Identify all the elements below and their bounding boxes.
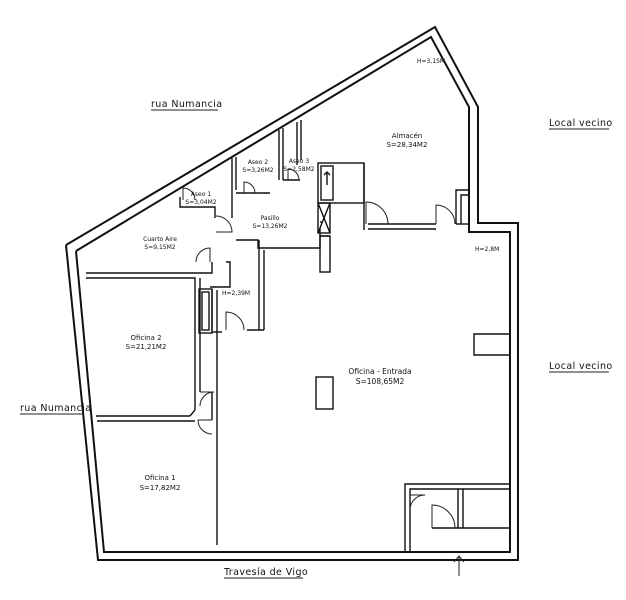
room-name-cuarto-aire: Cuarto Aire — [143, 236, 177, 243]
room-area-oficina2: S=21,21M2 — [126, 343, 167, 351]
interior-walls — [86, 120, 510, 552]
room-area-almacen: S=28,34M2 — [387, 141, 428, 149]
room-area-pasillo: S=13,26M2 — [252, 223, 287, 230]
room-area-aseo2: S=3,26M2 — [242, 167, 273, 174]
doors — [182, 168, 456, 529]
street-label-top-left: rua Numancia — [151, 99, 222, 110]
room-area-cuarto-aire: S=9,15M2 — [144, 244, 175, 251]
room-name-aseo1: Aseo 1 — [191, 191, 212, 198]
room-name-aseo2: Aseo 2 — [248, 159, 269, 166]
room-area-aseo1: S=3,04M2 — [185, 199, 216, 206]
room-name-oficina1: Oficina 1 — [144, 474, 175, 482]
street-label-left: rua Numancia — [20, 403, 91, 414]
height-almacen: H=3,15M — [417, 58, 445, 65]
room-area-oficina-entrada: S=108,65M2 — [356, 377, 405, 386]
room-name-oficina-entrada: Oficina - Entrada — [348, 367, 411, 376]
height-pasillo: H=2,39M — [222, 290, 250, 297]
street-label-bottom: Travesía de Vigo — [223, 567, 308, 578]
room-name-aseo3: Aseo 3 — [289, 158, 310, 165]
room-area-aseo3: S=2,58M2 — [283, 166, 314, 173]
room-name-pasillo: Pasillo — [261, 215, 280, 222]
neighbor-label-top: Local vecino — [549, 118, 613, 129]
room-name-oficina2: Oficina 2 — [130, 334, 161, 342]
neighbor-label-mid: Local vecino — [549, 361, 613, 372]
room-name-almacen: Almacén — [392, 132, 422, 140]
exterior-walls — [65, 25, 519, 561]
room-area-oficina1: S=17,82M2 — [140, 484, 181, 492]
entrance-arrow-icon — [453, 555, 465, 576]
height-oficina-entrada: H=2,8M — [475, 246, 499, 253]
